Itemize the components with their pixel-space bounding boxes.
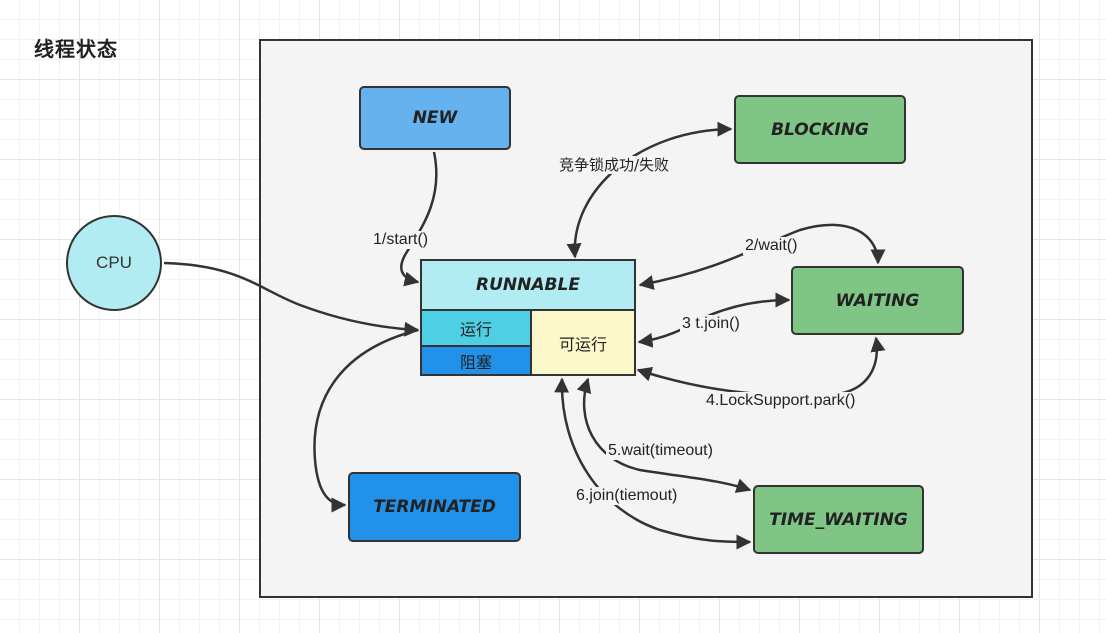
runnable-blocked-cell: 阻塞 <box>420 345 532 376</box>
edge-runnable-to-terminated <box>313 328 419 513</box>
state-runnable: RUNNABLE <box>420 259 636 311</box>
edge-new-to-runnable <box>400 151 438 287</box>
diagram-title: 线程状态 <box>34 37 118 61</box>
edge-runnable-blocking <box>566 121 733 259</box>
state-time-waiting: TIME_WAITING <box>753 485 924 554</box>
runnable-running-cell: 运行 <box>420 309 532 347</box>
state-waiting: WAITING <box>791 266 964 335</box>
state-terminated: TERMINATED <box>348 472 521 542</box>
edge-cpu-to-runnable <box>163 261 420 337</box>
edge-label-join: 3 t.join() <box>680 315 742 333</box>
edge-label-wait: 2/wait() <box>743 237 800 255</box>
edge-runnable-waiting-park <box>636 336 886 397</box>
edge-label-wait-timeout: 5.wait(timeout) <box>606 442 715 460</box>
runnable-ready-cell: 可运行 <box>530 309 636 376</box>
edge-label-lock: 竞争锁成功/失败 <box>557 156 672 174</box>
edge-label-join-timeout: 6.join(tiemout) <box>574 487 680 505</box>
edge-runnable-timewaiting-join <box>554 377 752 550</box>
cpu-node: CPU <box>66 215 162 311</box>
state-blocking: BLOCKING <box>734 95 906 164</box>
edge-label-park: 4.LockSupport.park() <box>704 392 858 410</box>
edge-runnable-waiting-wait <box>638 223 886 290</box>
state-new: NEW <box>359 86 511 150</box>
edge-runnable-waiting-join <box>637 292 791 348</box>
edge-label-start: 1/start() <box>371 231 431 249</box>
